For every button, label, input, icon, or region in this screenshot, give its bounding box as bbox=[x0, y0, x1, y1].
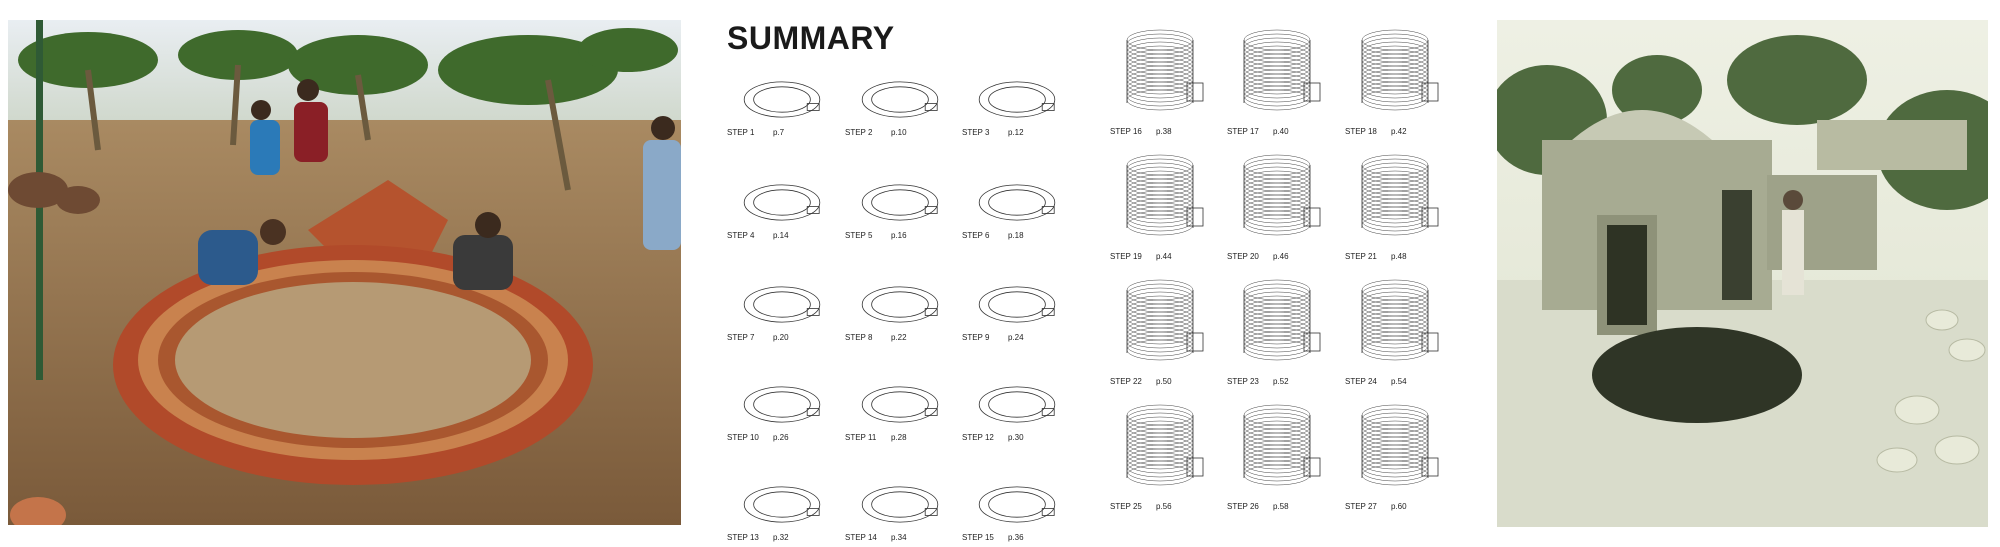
step-label: STEP 4 bbox=[727, 231, 755, 240]
step-diagram-icon bbox=[978, 184, 1056, 221]
step-page-number: p.12 bbox=[1008, 128, 1024, 137]
step-label: STEP 27 bbox=[1345, 502, 1377, 511]
summary-title: SUMMARY bbox=[727, 20, 895, 56]
step-diagram-icon bbox=[861, 386, 939, 423]
step-label: STEP 3 bbox=[962, 128, 990, 137]
step-diagram-icon bbox=[1126, 404, 1204, 486]
step-page-number: p.60 bbox=[1391, 502, 1407, 511]
step-label: STEP 11 bbox=[845, 433, 877, 442]
step-label: STEP 20 bbox=[1227, 252, 1259, 261]
step-page-number: p.56 bbox=[1156, 502, 1172, 511]
step-diagram-icon bbox=[1361, 29, 1439, 111]
step-diagram-icon bbox=[1243, 404, 1321, 486]
step-label: STEP 17 bbox=[1227, 127, 1259, 136]
step-page-number: p.36 bbox=[1008, 533, 1024, 542]
step-label: STEP 22 bbox=[1110, 377, 1142, 386]
step-diagram-icon bbox=[861, 184, 939, 221]
step-page-number: p.16 bbox=[891, 231, 907, 240]
step-diagram-icon bbox=[1126, 154, 1204, 236]
step-label: STEP 26 bbox=[1227, 502, 1259, 511]
step-diagram-icon bbox=[743, 184, 821, 221]
step-page-number: p.42 bbox=[1391, 127, 1407, 136]
step-page-number: p.46 bbox=[1273, 252, 1289, 261]
step-diagram-icon bbox=[861, 81, 939, 118]
step-page-number: p.18 bbox=[1008, 231, 1024, 240]
step-page-number: p.32 bbox=[773, 533, 789, 542]
step-diagram-icon bbox=[1243, 29, 1321, 111]
step-label: STEP 15 bbox=[962, 533, 994, 542]
step-label: STEP 9 bbox=[962, 333, 990, 342]
step-diagram-icon bbox=[1361, 404, 1439, 486]
step-label: STEP 25 bbox=[1110, 502, 1142, 511]
step-diagram-icon bbox=[978, 386, 1056, 423]
step-label: STEP 2 bbox=[845, 128, 873, 137]
step-page-number: p.34 bbox=[891, 533, 907, 542]
step-label: STEP 1 bbox=[727, 128, 755, 137]
step-label: STEP 7 bbox=[727, 333, 755, 342]
step-page-number: p.58 bbox=[1273, 502, 1289, 511]
step-label: STEP 6 bbox=[962, 231, 990, 240]
step-label: STEP 8 bbox=[845, 333, 873, 342]
step-page-number: p.30 bbox=[1008, 433, 1024, 442]
step-diagram-icon bbox=[1361, 154, 1439, 236]
step-diagram-icon bbox=[743, 486, 821, 523]
step-diagram-icon bbox=[978, 286, 1056, 323]
step-diagram-icon bbox=[861, 486, 939, 523]
step-page-number: p.40 bbox=[1273, 127, 1289, 136]
step-diagram-icon bbox=[1126, 29, 1204, 111]
step-page-number: p.28 bbox=[891, 433, 907, 442]
step-page-number: p.54 bbox=[1391, 377, 1407, 386]
step-page-number: p.52 bbox=[1273, 377, 1289, 386]
historic-kiln-photo bbox=[1497, 20, 1988, 527]
step-diagram-icon bbox=[1126, 279, 1204, 361]
step-label: STEP 14 bbox=[845, 533, 877, 542]
step-diagram-icon bbox=[1243, 279, 1321, 361]
step-page-number: p.26 bbox=[773, 433, 789, 442]
step-page-number: p.22 bbox=[891, 333, 907, 342]
step-page-number: p.44 bbox=[1156, 252, 1172, 261]
step-diagram-icon bbox=[1243, 154, 1321, 236]
step-diagram-icon bbox=[978, 486, 1056, 523]
step-label: STEP 21 bbox=[1345, 252, 1377, 261]
step-diagram-icon bbox=[978, 81, 1056, 118]
step-page-number: p.48 bbox=[1391, 252, 1407, 261]
step-diagram-icon bbox=[1361, 279, 1439, 361]
step-diagram-icon bbox=[743, 286, 821, 323]
step-diagram-icon bbox=[743, 81, 821, 118]
kiln-construction-illustration bbox=[8, 20, 681, 525]
step-page-number: p.7 bbox=[773, 128, 785, 137]
step-diagram-icon bbox=[861, 286, 939, 323]
historic-kiln-illustration bbox=[1497, 20, 1988, 527]
kiln-construction-photo bbox=[8, 20, 681, 525]
step-label: STEP 10 bbox=[727, 433, 759, 442]
step-page-number: p.24 bbox=[1008, 333, 1024, 342]
step-label: STEP 13 bbox=[727, 533, 759, 542]
step-label: STEP 18 bbox=[1345, 127, 1377, 136]
step-label: STEP 23 bbox=[1227, 377, 1259, 386]
step-label: STEP 24 bbox=[1345, 377, 1377, 386]
step-label: STEP 12 bbox=[962, 433, 994, 442]
step-page-number: p.20 bbox=[773, 333, 789, 342]
step-label: STEP 16 bbox=[1110, 127, 1142, 136]
step-diagram-icon bbox=[743, 386, 821, 423]
step-label: STEP 5 bbox=[845, 231, 873, 240]
step-page-number: p.38 bbox=[1156, 127, 1172, 136]
step-page-number: p.50 bbox=[1156, 377, 1172, 386]
step-page-number: p.10 bbox=[891, 128, 907, 137]
step-label: STEP 19 bbox=[1110, 252, 1142, 261]
step-page-number: p.14 bbox=[773, 231, 789, 240]
